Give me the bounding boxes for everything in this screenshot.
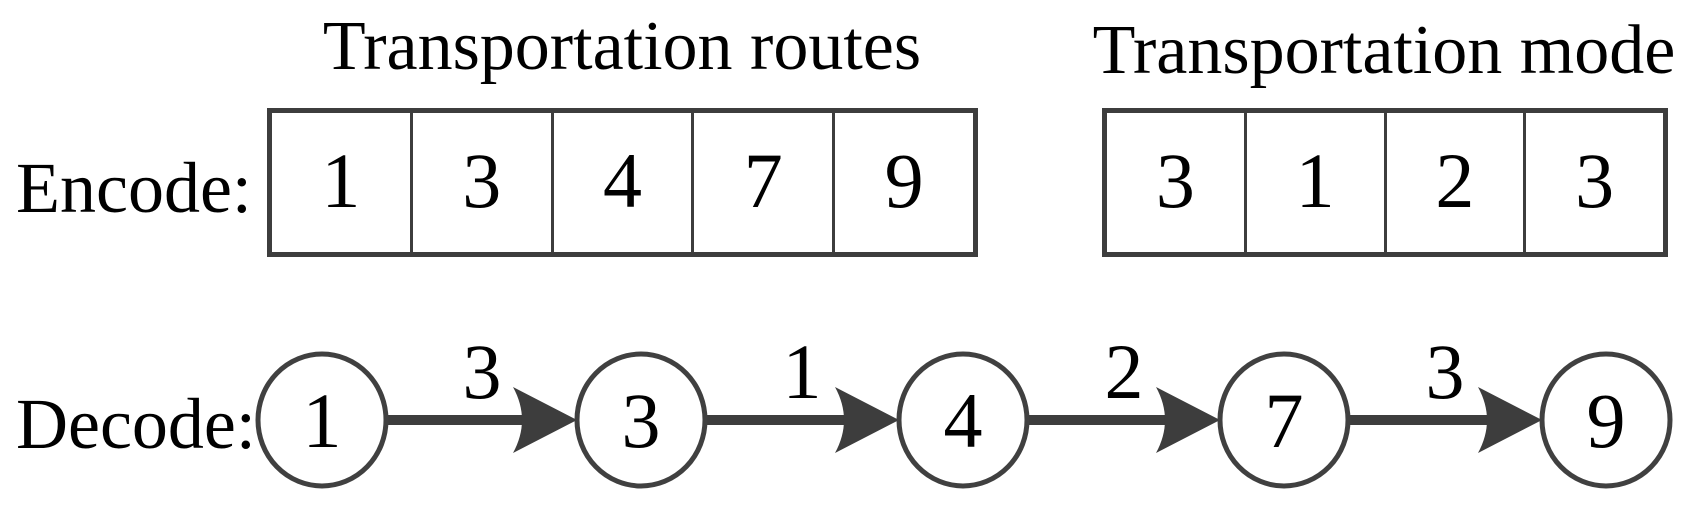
node-label: 3 (622, 377, 661, 464)
encode-row-label: Encode: (16, 148, 252, 228)
decode-node: 4 (896, 351, 1030, 489)
arrow-head-icon (1478, 387, 1542, 453)
decode-node: 9 (1539, 351, 1673, 489)
routes-cell: 7 (691, 113, 832, 252)
mode-cell: 2 (1383, 113, 1524, 252)
edge-label: 1 (783, 328, 822, 415)
arrow-head-icon (513, 387, 577, 453)
decode-row-label: Decode: (16, 384, 256, 464)
decode-edge: 3 (381, 328, 577, 453)
decode-node: 1 (255, 351, 389, 489)
node-circle (896, 351, 1030, 489)
edge-label: 2 (1105, 328, 1144, 415)
decode-edge: 1 (700, 328, 899, 453)
node-label: 9 (1587, 377, 1626, 464)
node-label: 7 (1265, 377, 1304, 464)
node-label: 1 (303, 377, 342, 464)
mode-cell: 1 (1243, 113, 1384, 252)
routes-cell: 3 (409, 113, 551, 252)
decode-edge: 2 (1022, 328, 1220, 453)
decode-edge: 3 (1343, 328, 1542, 453)
node-circle (255, 351, 389, 489)
decode-node: 3 (574, 351, 708, 489)
mode-table: 3 1 2 3 (1102, 108, 1668, 257)
routes-cell: 4 (550, 113, 692, 252)
decode-node: 7 (1217, 351, 1351, 489)
node-circle (1539, 351, 1673, 489)
node-circle (574, 351, 708, 489)
mode-cell: 3 (1523, 113, 1663, 252)
node-label: 4 (944, 377, 983, 464)
routes-cell: 9 (832, 113, 973, 252)
arrow-head-icon (835, 387, 899, 453)
mode-cell: 3 (1155, 136, 1195, 224)
edge-label: 3 (1426, 328, 1465, 415)
mode-table-title: Transportation mode (1092, 12, 1676, 89)
routes-table-title: Transportation routes (322, 8, 922, 85)
routes-cell: 1 (321, 136, 361, 224)
node-circle (1217, 351, 1351, 489)
edge-label: 3 (463, 328, 502, 415)
arrow-head-icon (1156, 387, 1220, 453)
routes-table: 1 3 4 7 9 (267, 108, 978, 257)
